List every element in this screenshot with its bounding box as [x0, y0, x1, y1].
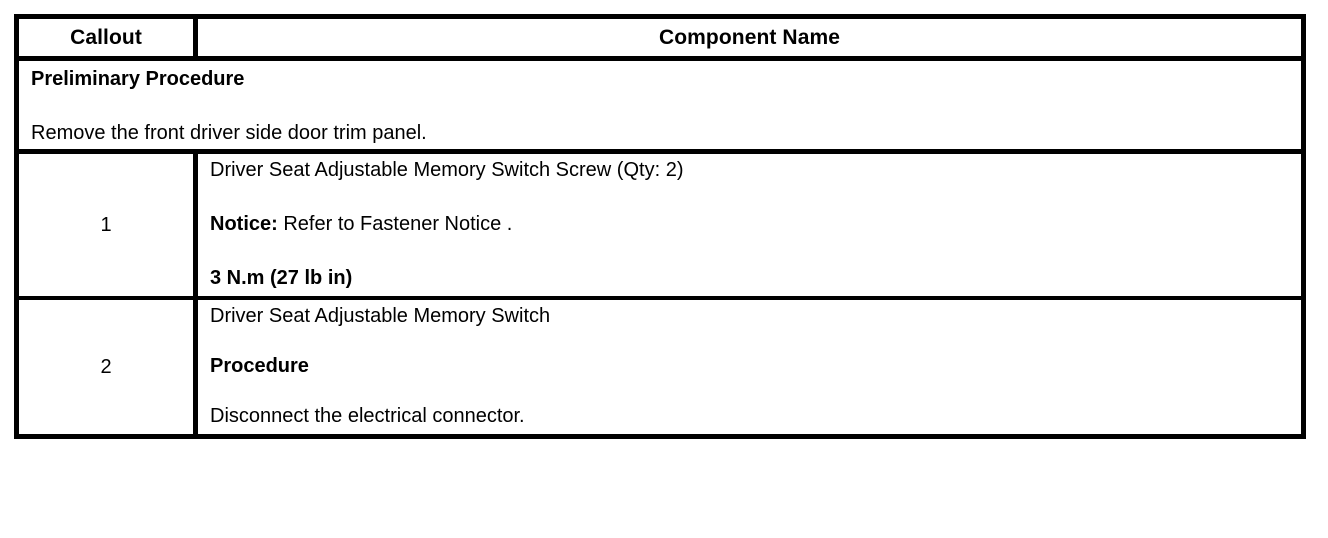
table-row: 2 Driver Seat Adjustable Memory Switch P…: [16, 298, 1304, 437]
text-spacer: [210, 326, 1293, 356]
table-header: Callout Component Name: [16, 16, 1304, 61]
preliminary-procedure-row: Preliminary Procedure Remove the front d…: [16, 58, 1304, 154]
procedure-label-2: Procedure: [210, 355, 309, 377]
text-spacer: [31, 89, 1301, 123]
header-row: Callout Component Name: [16, 16, 1304, 61]
procedure-text-2: Disconnect the electrical connector.: [210, 405, 525, 427]
notice-line-1: Notice: Refer to Fastener Notice .: [210, 214, 1293, 234]
table-body: Preliminary Procedure Remove the front d…: [16, 58, 1304, 437]
callout-number-2: 2: [16, 298, 198, 437]
column-header-callout: Callout: [16, 16, 198, 61]
preliminary-procedure-cell: Preliminary Procedure Remove the front d…: [16, 58, 1304, 154]
component-name-2: Driver Seat Adjustable Memory Switch: [210, 305, 551, 327]
notice-label-1: Notice:: [210, 213, 278, 235]
text-spacer: [210, 376, 1293, 406]
notice-text-1: Refer to Fastener Notice .: [277, 213, 513, 235]
table-row: 1 Driver Seat Adjustable Memory Switch S…: [16, 151, 1304, 300]
component-callout-table: Callout Component Name Preliminary Proce…: [14, 14, 1306, 439]
preliminary-procedure-title: Preliminary Procedure: [31, 68, 245, 90]
component-description-2: Driver Seat Adjustable Memory Switch Pro…: [196, 298, 1304, 437]
callout-number-1: 1: [16, 151, 198, 300]
torque-spec-1: 3 N.m (27 lb in): [210, 267, 353, 289]
component-description-1: Driver Seat Adjustable Memory Switch Scr…: [195, 151, 1304, 300]
text-spacer: [210, 180, 1293, 214]
preliminary-procedure-text: Remove the front driver side door trim p…: [31, 122, 427, 144]
text-spacer: [210, 234, 1293, 268]
component-name-1: Driver Seat Adjustable Memory Switch Scr…: [210, 159, 684, 181]
column-header-component-name: Component Name: [195, 16, 1304, 61]
